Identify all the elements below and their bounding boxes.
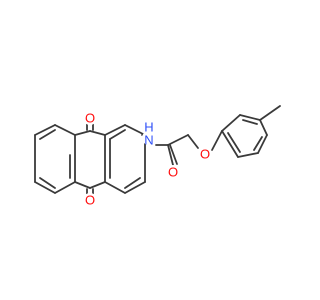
bond-lines	[34, 105, 281, 195]
atom-labels: O O H N O O	[83, 111, 212, 208]
bond-tring-inner-3	[227, 132, 241, 153]
atom-label-o-amide: O	[168, 165, 178, 180]
bond-rring-inner-3	[124, 177, 141, 189]
bond-cring-4	[89, 181, 106, 189]
atom-label-o-ether: O	[200, 147, 210, 162]
atom-oxygen-amide: O	[166, 165, 180, 180]
bond-rring-2	[124, 124, 146, 136]
bond-cring-3	[74, 181, 91, 189]
bond-cring-1	[74, 130, 91, 136]
bond-lring-1	[34, 124, 56, 136]
bond-carbonyl-ch2	[167, 134, 189, 146]
atom-label-n: N	[144, 133, 153, 148]
bond-cring-2	[89, 130, 106, 136]
bond-lring-5	[34, 181, 56, 194]
bond-tring-1	[221, 114, 241, 132]
bond-rring-1	[104, 124, 126, 136]
atom-label-o-bottom: O	[85, 193, 95, 208]
bond-tring-6	[221, 130, 239, 158]
bond-carbonyl-o-a	[167, 144, 174, 166]
atom-nitrogen-amide: H N	[142, 120, 156, 148]
bond-tring-inner-2	[253, 136, 263, 151]
atom-oxygen-ketone-top: O	[83, 111, 97, 126]
bond-tring-3	[259, 119, 268, 136]
atom-label-h: H	[144, 120, 153, 135]
bond-methyl	[259, 105, 281, 121]
bond-ch2-oether	[187, 134, 199, 149]
atom-oxygen-ether: O	[198, 147, 212, 162]
bond-lring-4	[54, 181, 76, 194]
bond-rring-inner-1	[109, 129, 126, 140]
bond-lring-inner-3	[39, 177, 56, 189]
atom-label-o-top: O	[85, 111, 95, 126]
bond-oether-ring	[211, 130, 223, 151]
bond-lring-2	[54, 124, 76, 136]
bond-lring-inner-1	[39, 129, 56, 140]
bond-tring-4	[257, 134, 268, 154]
bond-rring-5	[104, 181, 126, 194]
bond-carbonyl-o-b	[169, 144, 178, 165]
atom-oxygen-ketone-bottom: O	[83, 193, 97, 208]
bond-tring-2	[239, 114, 261, 121]
chemical-structure-diagram: O O H N O O	[34, 105, 281, 208]
bond-rring-4	[124, 181, 146, 194]
bond-tring-inner-1	[242, 119, 258, 125]
bond-tring-5	[237, 152, 259, 158]
